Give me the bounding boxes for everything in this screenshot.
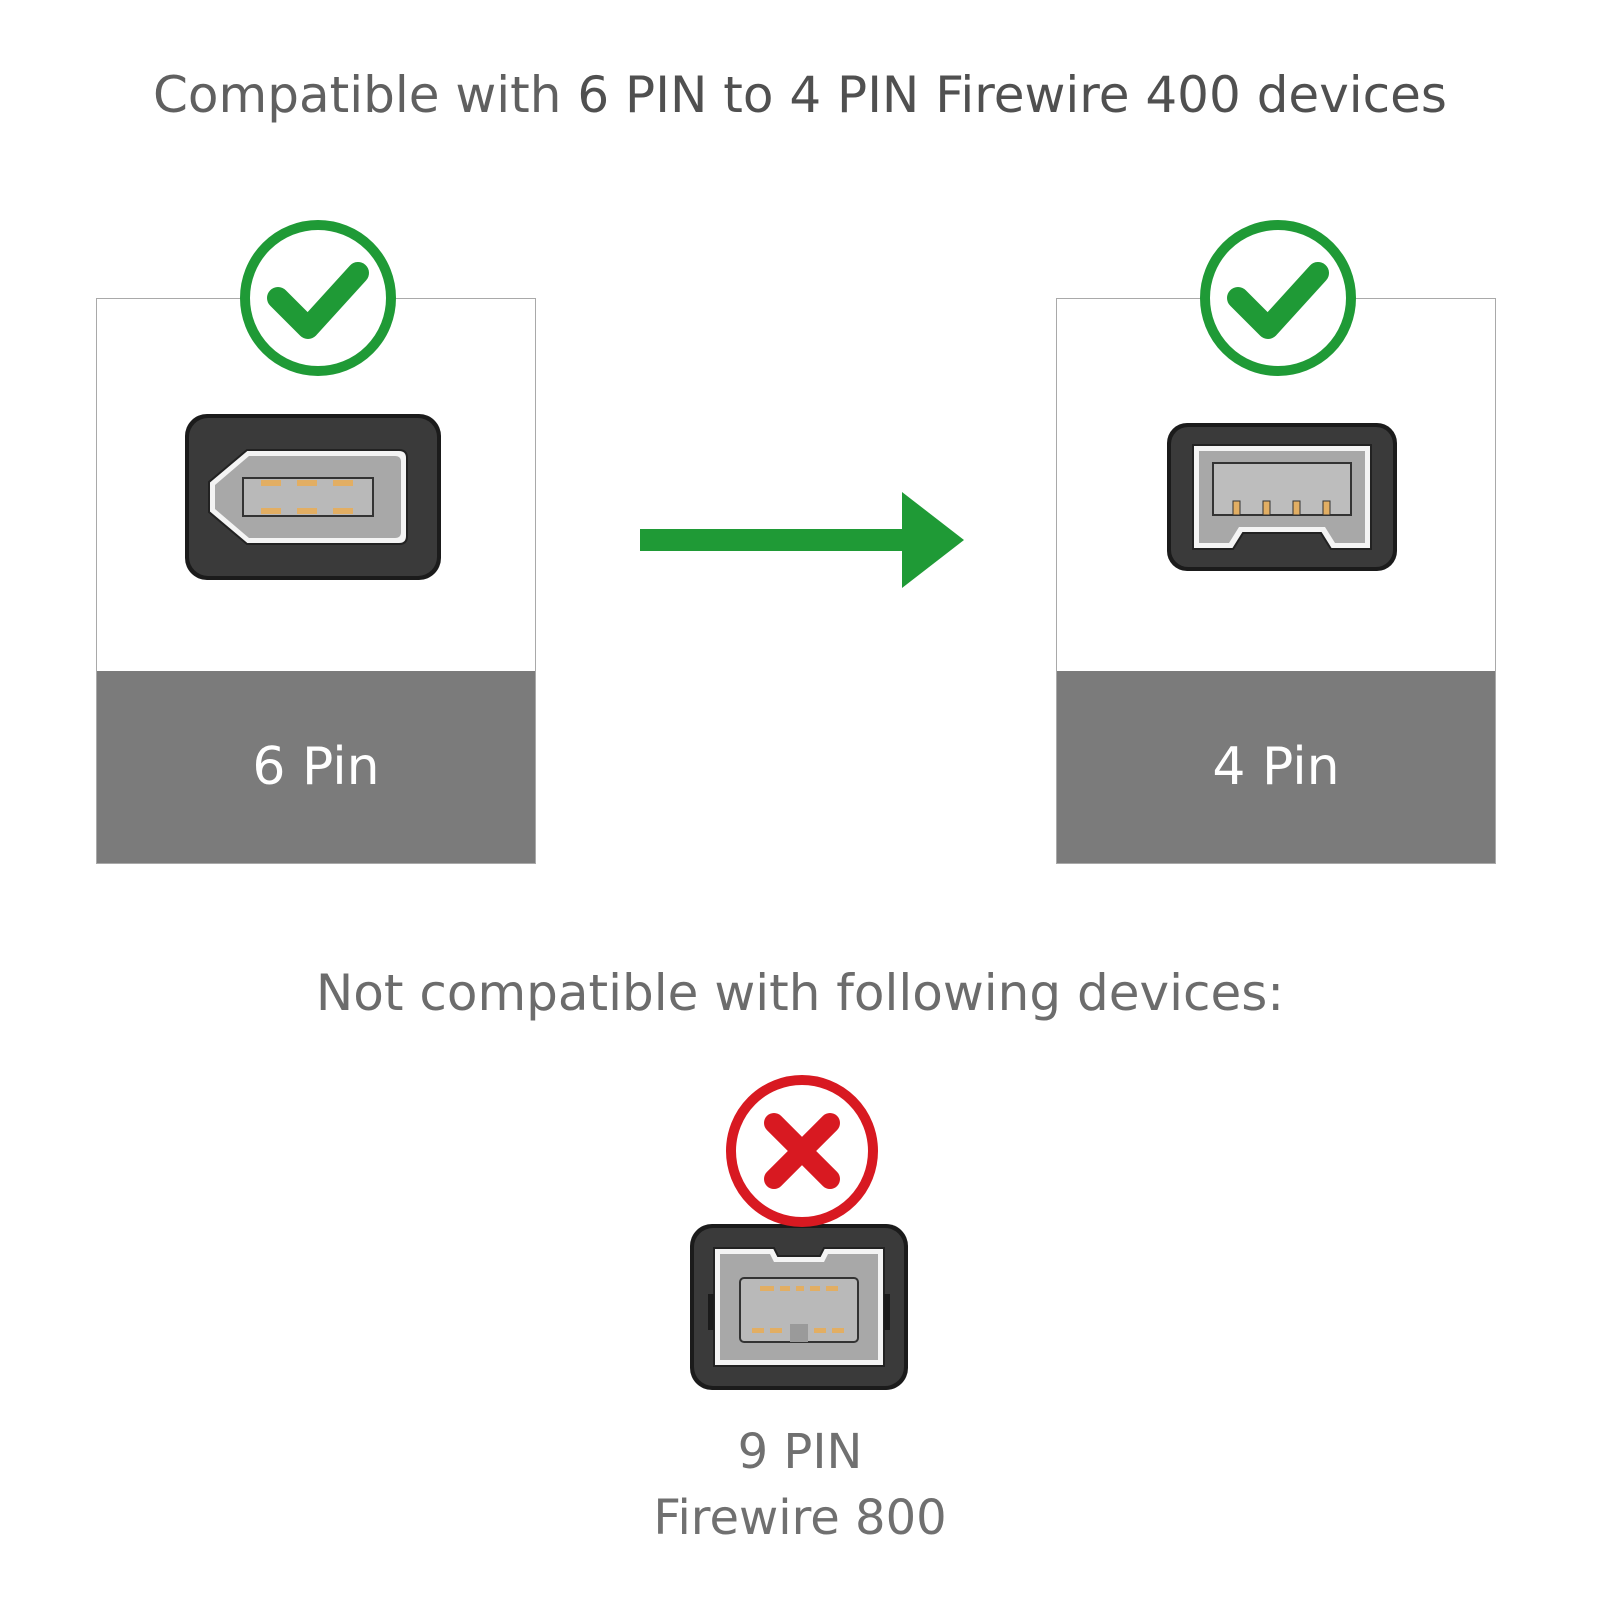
incompatible-device-line2: Firewire 800 [653, 1490, 947, 1546]
incompatible-heading: Not compatible with following devices: [315, 964, 1285, 1022]
card-6-pin: 6 Pin [96, 298, 536, 864]
firewire-6-pin-port-icon [185, 414, 441, 580]
compatible-heading-highlight: 6 PIN to 4 PIN Firewire 400 devices [577, 66, 1447, 124]
check-circle-icon [1200, 220, 1356, 376]
check-circle-icon [240, 220, 396, 376]
card-label-6-pin: 6 Pin [97, 671, 535, 863]
x-circle-icon [726, 1075, 878, 1227]
firewire-9-pin-port-icon [690, 1224, 908, 1390]
compatible-heading-prefix: Compatible with [153, 66, 578, 124]
card-4-pin: 4 Pin [1056, 298, 1496, 864]
arrow-right-icon [640, 492, 964, 588]
compatible-heading: Compatible with 6 PIN to 4 PIN Firewire … [0, 66, 1600, 124]
card-label-4-pin: 4 Pin [1057, 671, 1495, 863]
incompatible-device-line1: 9 PIN [737, 1424, 863, 1480]
firewire-4-pin-port-icon [1167, 423, 1397, 571]
